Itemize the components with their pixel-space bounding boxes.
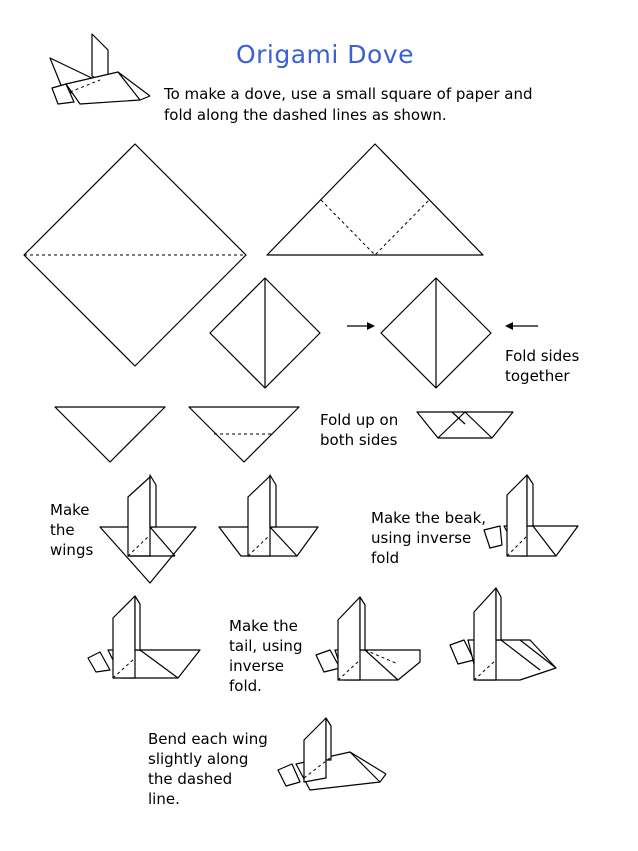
step1-square-diagram — [23, 143, 247, 367]
step10-beak-diagram — [483, 474, 579, 557]
make-wings-label: Make the wings — [50, 501, 94, 559]
dove-logo-icon — [49, 33, 151, 105]
fold-up-label: Fold up on both sides — [320, 411, 399, 449]
step2-triangle-diagram — [266, 143, 484, 256]
step11-tail-diagram — [87, 595, 201, 679]
step8-wings-diagram — [99, 474, 197, 584]
step7-trapezoid-diagram — [416, 411, 514, 439]
step4-diamond-diagram — [380, 277, 492, 389]
step14-finished-dove-diagram — [277, 717, 387, 791]
fold-sides-label: Fold sides together — [505, 347, 580, 385]
step3-diamond-diagram — [209, 277, 321, 389]
make-beak-label: Make the beak, using inverse fold — [371, 509, 487, 567]
make-tail-label: Make the tail, using inverse fold. — [229, 617, 303, 695]
step9-wings-diagram — [218, 474, 319, 557]
page-title: Origami Dove — [235, 40, 415, 69]
step12-tail-diagram — [315, 596, 421, 681]
step5-triangle-diagram — [54, 406, 166, 463]
arrow-left-icon — [505, 322, 538, 330]
step6-triangle-diagram — [188, 406, 300, 463]
bend-wing-label: Bend each wing slightly along the dashed… — [148, 730, 268, 808]
arrow-right-icon — [347, 322, 375, 330]
intro-text: To make a dove, use a small square of pa… — [164, 85, 533, 124]
step13-tail-diagram — [449, 587, 557, 681]
